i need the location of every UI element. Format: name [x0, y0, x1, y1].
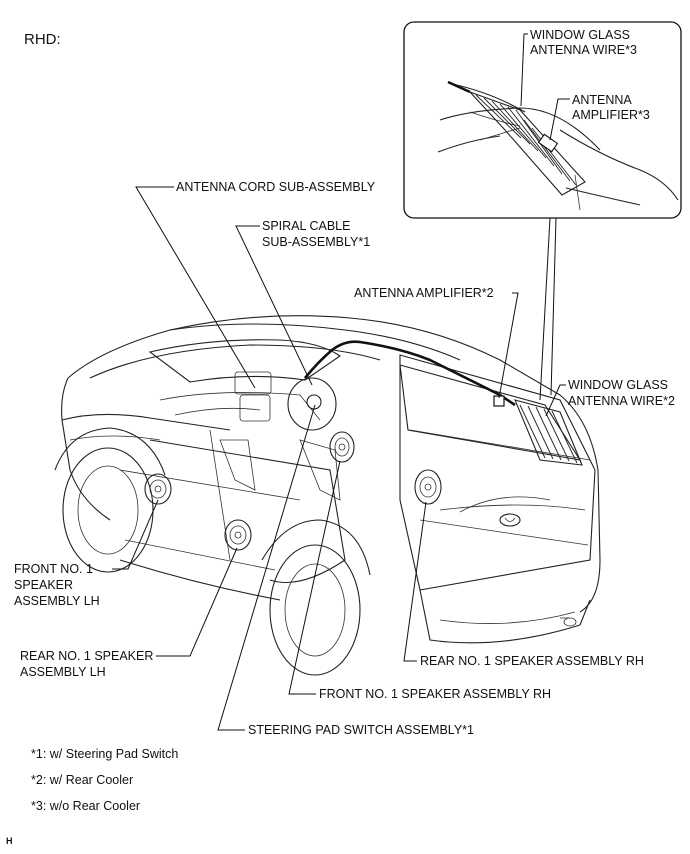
label-line: ASSEMBLY LH: [20, 665, 106, 679]
inset-connector-right: [550, 217, 557, 396]
leader-steering-pad-switch: [217, 404, 316, 731]
leader-antenna-cord: [135, 186, 256, 389]
speaker-rear-rh: [414, 469, 442, 505]
label-front-speaker-lh: FRONT NO. 1 SPEAKER ASSEMBLY LH: [14, 562, 100, 608]
label-window-glass-antenna-wire-3: WINDOW GLASS ANTENNA WIRE*3: [530, 28, 637, 57]
leader-front-speaker-rh: [288, 460, 341, 695]
label-window-glass-antenna-wire-2: WINDOW GLASS ANTENNA WIRE*2: [568, 378, 675, 408]
label-line: WINDOW GLASS: [530, 28, 630, 42]
leader-window-glass-antenna-wire-2: [545, 384, 566, 417]
vehicle-outline: [54, 315, 601, 676]
label-front-speaker-rh: FRONT NO. 1 SPEAKER ASSEMBLY RH: [319, 687, 551, 701]
label-line: ASSEMBLY LH: [14, 594, 100, 608]
speaker-rear-lh: [224, 519, 252, 551]
footnote-2: *2: w/ Rear Cooler: [31, 773, 133, 787]
label-steering-pad-switch: STEERING PAD SWITCH ASSEMBLY*1: [248, 723, 474, 737]
label-spiral-cable: SPIRAL CABLE SUB-ASSEMBLY*1: [262, 219, 370, 249]
leader-spiral-cable: [235, 225, 313, 386]
inset-rear-window-detail: [403, 21, 682, 219]
rear-window-antenna-wire-2: [514, 399, 583, 466]
antenna-cord-cable: [303, 340, 516, 407]
leader-rear-speaker-lh: [156, 547, 238, 657]
label-line: ANTENNA: [572, 93, 632, 107]
label-line: ANTENNA WIRE*3: [530, 43, 637, 57]
leader-front-speaker-lh: [112, 499, 159, 570]
label-line: WINDOW GLASS: [568, 378, 668, 392]
footnote-3: *3: w/o Rear Cooler: [31, 799, 140, 813]
label-rear-speaker-lh: REAR NO. 1 SPEAKER ASSEMBLY LH: [20, 649, 157, 679]
label-line: SPEAKER: [14, 578, 73, 592]
leader-antenna-amplifier-3: [549, 98, 570, 141]
footnote-1: *1: w/ Steering Pad Switch: [31, 747, 178, 761]
label-antenna-amplifier-3: ANTENNA AMPLIFIER*3: [572, 93, 650, 122]
figure-code: H: [6, 836, 13, 846]
label-antenna-amplifier-2: ANTENNA AMPLIFIER*2: [354, 286, 494, 300]
leader-window-glass-antenna-wire-3: [520, 33, 528, 107]
label-line: REAR NO. 1 SPEAKER: [20, 649, 153, 663]
label-line: FRONT NO. 1: [14, 562, 93, 576]
label-line: SUB-ASSEMBLY*1: [262, 235, 370, 249]
speaker-front-rh: [329, 431, 355, 463]
label-line: AMPLIFIER*3: [572, 108, 650, 122]
inset-frame: [403, 21, 682, 219]
speaker-front-lh: [144, 473, 172, 505]
variant-header: RHD:: [24, 31, 61, 48]
leader-rear-speaker-rh: [403, 501, 427, 662]
label-line: SPIRAL CABLE: [262, 219, 350, 233]
label-line: ANTENNA WIRE*2: [568, 394, 675, 408]
label-antenna-cord-sub-assembly: ANTENNA CORD SUB-ASSEMBLY: [176, 180, 376, 194]
inset-connector-left: [539, 217, 551, 401]
label-rear-speaker-rh: REAR NO. 1 SPEAKER ASSEMBLY RH: [420, 654, 644, 668]
leader-antenna-amplifier-2: [498, 292, 519, 399]
